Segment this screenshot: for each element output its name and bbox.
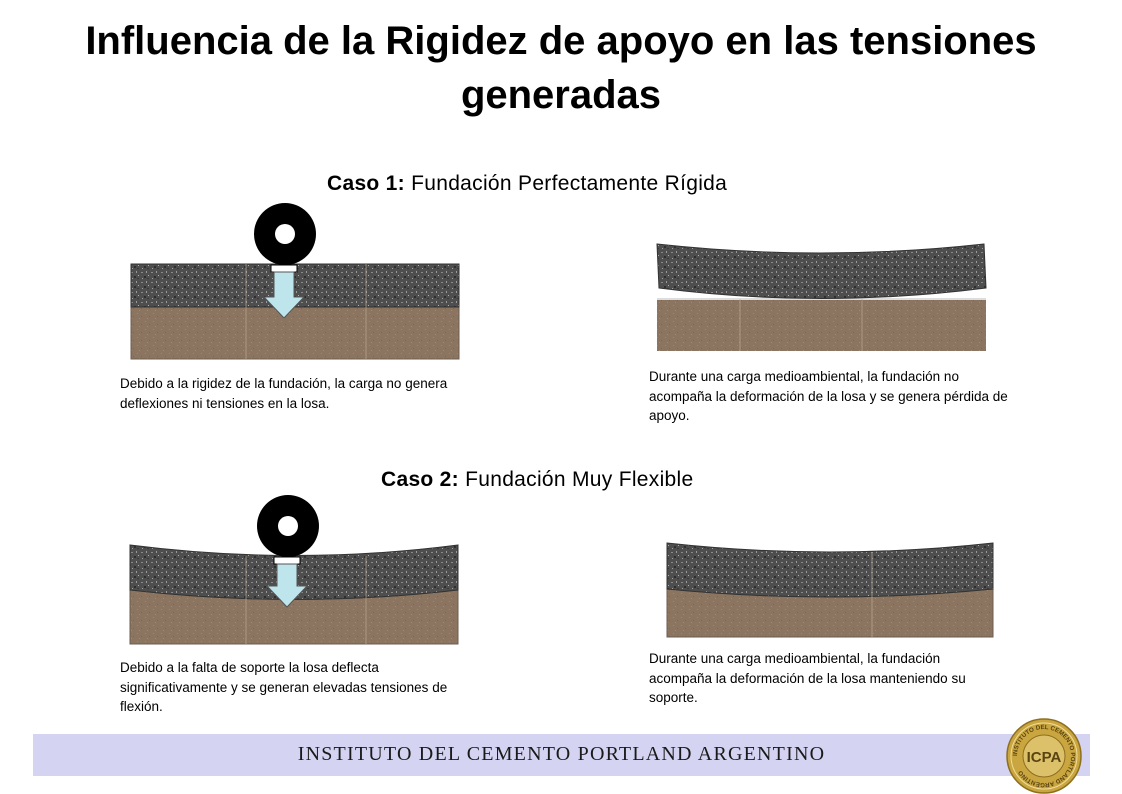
case2-left-diagram: [129, 495, 459, 645]
footer-band: INSTITUTO DEL CEMENTO PORTLAND ARGENTINO: [33, 734, 1090, 776]
curled-slab: [656, 243, 987, 299]
soil-layer: [657, 299, 986, 351]
case2-left-caption: Debido a la falta de soporte la losa def…: [120, 660, 448, 714]
case1-right-diagram: [656, 243, 987, 351]
load-arrow-icon: [262, 264, 306, 319]
wheel-icon: [254, 203, 316, 265]
load-arrow-icon: [265, 556, 309, 608]
soil-layer: [130, 306, 460, 360]
case2-name: Fundación Muy Flexible: [465, 468, 694, 491]
case1-label: Caso 1:: [327, 172, 405, 195]
case2-label: Caso 2:: [381, 468, 459, 491]
case1-name: Fundación Perfectamente Rígida: [411, 172, 728, 195]
case1-right-caption: Durante una carga medioambiental, la fun…: [649, 369, 1008, 423]
footer-text: INSTITUTO DEL CEMENTO PORTLAND ARGENTINO: [297, 743, 826, 765]
slide-title: Influencia de la Rigidez de apoyo en las…: [85, 19, 1037, 117]
case2-right-caption: Durante una carga medioambiental, la fun…: [649, 651, 966, 705]
case2-right-diagram: [666, 542, 994, 638]
curled-slab: [666, 542, 994, 598]
case1-left-caption: Debido a la rigidez de la fundación, la …: [120, 376, 448, 411]
wheel-icon: [257, 495, 319, 557]
case1-heading: Caso 1: Fundación Perfectamente Rígida: [327, 172, 727, 196]
icpa-seal-logo: INSTITUTO DEL CEMENTO PORTLAND ARGENTINO…: [1006, 718, 1082, 794]
case2-heading: Caso 2: Fundación Muy Flexible: [381, 468, 693, 492]
case1-left-diagram: [130, 203, 460, 360]
seal-text: ICPA: [1027, 749, 1062, 766]
